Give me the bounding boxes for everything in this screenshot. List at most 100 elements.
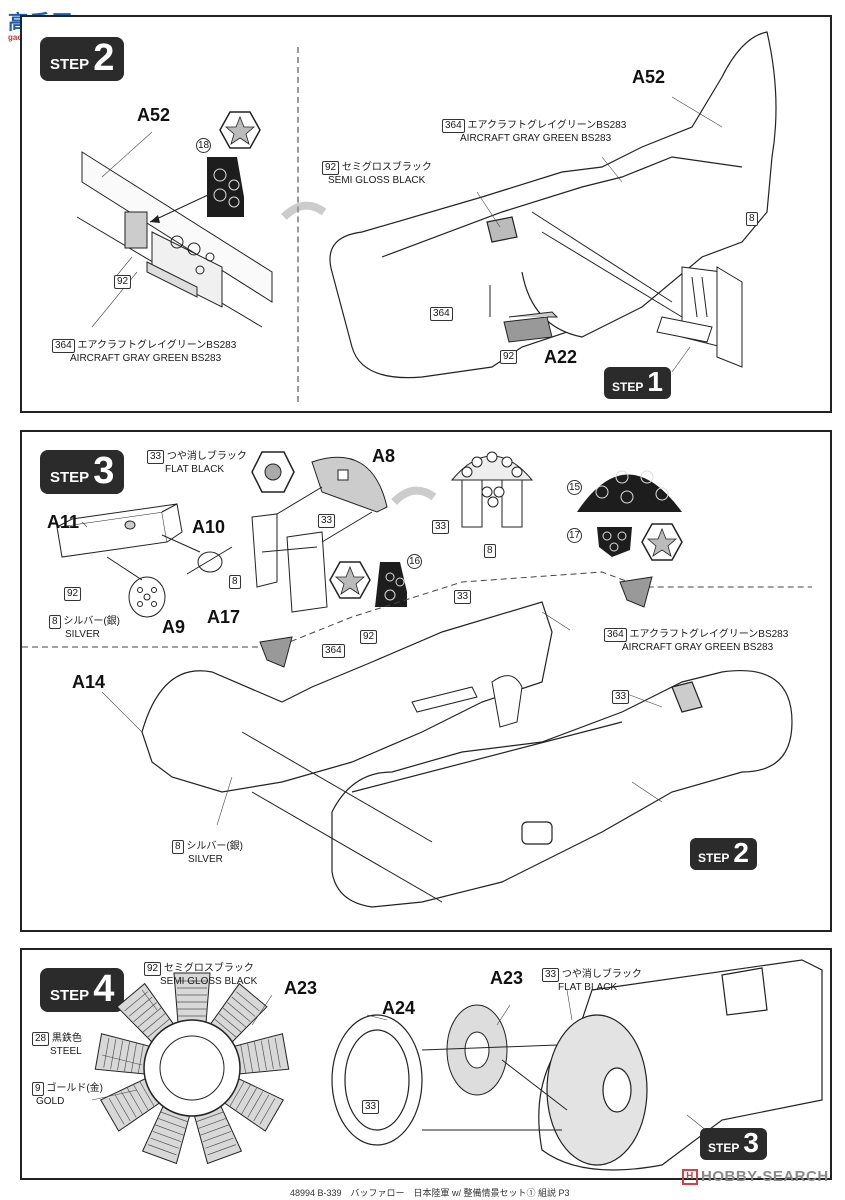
placement-arrow bbox=[149, 194, 209, 223]
decal-number-15: 15 bbox=[567, 480, 582, 495]
step-number: 3 bbox=[743, 1127, 759, 1158]
paint-number: 9 bbox=[32, 1082, 44, 1096]
assembly-arrow-icon bbox=[259, 636, 293, 668]
step-4-panel: STEP 4 A23 A23 A24 33 bbox=[20, 948, 832, 1180]
paint-name-en: SILVER bbox=[65, 629, 100, 640]
paint-name-en: SILVER bbox=[188, 854, 223, 865]
gun-part-drawing bbox=[411, 675, 523, 728]
paint-callout-silver: 8 シルバー(銀) SILVER bbox=[172, 840, 243, 866]
step-3-illustration bbox=[22, 451, 812, 908]
star-insignia-decal bbox=[329, 561, 371, 599]
paint-number: 364 bbox=[52, 339, 75, 353]
placement-arrow bbox=[241, 731, 433, 843]
step-number: 1 bbox=[647, 366, 663, 397]
step-2-illustration bbox=[76, 31, 777, 379]
step-1-reference-badge: STEP 1 bbox=[604, 367, 671, 399]
assembly-arrow-icon bbox=[619, 576, 653, 608]
fuselage-assembly-drawing bbox=[331, 670, 793, 908]
step-3-badge: STEP 3 bbox=[40, 450, 125, 494]
paint-name-jp: シルバー(銀) bbox=[186, 841, 244, 852]
page-footer: 48994 B-339 バッファロー 日本陸軍 w/ 整備情景セット① 組説 P… bbox=[290, 1188, 570, 1198]
paint-name-jp: エアクラフトグレイグリーンBS283 bbox=[467, 120, 627, 131]
paint-number-8: 8 bbox=[746, 212, 758, 226]
a24-cowl-ring-drawing bbox=[331, 1014, 423, 1146]
part-label-a8: A8 bbox=[372, 446, 396, 466]
paint-number-92: 92 bbox=[64, 587, 82, 601]
a8-part-drawing bbox=[311, 456, 388, 513]
paint-name-jp: エアクラフトグレイグリーンBS283 bbox=[77, 340, 237, 351]
paint-number: 92 bbox=[322, 161, 340, 175]
paint-name-en: AIRCRAFT GRAY GREEN BS283 bbox=[460, 133, 612, 144]
paint-callout-semi-gloss-black: 92 セミグロスブラック SEMI GLOSS BLACK bbox=[322, 161, 432, 187]
step-3-panel: STEP 3 bbox=[20, 430, 832, 932]
step-number: 2 bbox=[93, 37, 115, 79]
engine-cylinder bbox=[116, 982, 175, 1044]
fuselage-half-drawing bbox=[329, 31, 777, 379]
paint-name-jp: シルバー(銀) bbox=[63, 616, 121, 627]
paint-number-33: 33 bbox=[432, 520, 450, 534]
a9-wheel-drawing bbox=[128, 576, 166, 618]
step-3-reference-badge: STEP 3 bbox=[700, 1128, 767, 1160]
flip-arrow-icon bbox=[281, 201, 327, 220]
paint-callout-silver: 8 シルバー(銀) SILVER bbox=[49, 615, 120, 641]
placement-arrow bbox=[541, 231, 683, 318]
instrument-panel-part-drawing bbox=[450, 451, 534, 528]
step-number: 3 bbox=[93, 450, 115, 492]
flip-arrow-icon bbox=[391, 486, 437, 505]
paint-number-92: 92 bbox=[360, 630, 378, 644]
paint-name-en: AIRCRAFT GRAY GREEN BS283 bbox=[622, 642, 774, 653]
a10-part-drawing bbox=[186, 546, 233, 575]
paint-number-364: 364 bbox=[322, 644, 345, 658]
engine-cylinder bbox=[94, 1033, 151, 1075]
paint-name-jp: つや消しブラック bbox=[166, 451, 247, 462]
a22-part-drawing bbox=[503, 311, 559, 343]
paint-name-en: STEEL bbox=[50, 1046, 82, 1057]
part-label-a23: A23 bbox=[490, 968, 524, 988]
placement-arrow bbox=[251, 791, 443, 903]
watermark-text: HOBBY-SEARCH bbox=[701, 1168, 829, 1185]
paint-name-en: GOLD bbox=[36, 1096, 65, 1107]
part-label-a23: A23 bbox=[284, 978, 318, 998]
step-number: 2 bbox=[733, 837, 749, 868]
instrument-panel-decal-16 bbox=[375, 562, 407, 607]
step-word: STEP bbox=[50, 469, 90, 486]
instrument-panel-decal-17 bbox=[597, 527, 632, 557]
paint-number-33: 33 bbox=[454, 590, 472, 604]
placement-arrow bbox=[321, 511, 373, 543]
paint-name-jp: エアクラフトグレイグリーンBS283 bbox=[629, 629, 789, 640]
a23-engine-side-drawing bbox=[446, 1004, 508, 1096]
part-label-a11: A11 bbox=[47, 512, 80, 532]
paint-callout-flat-black: 33 つや消しブラック FLAT BLACK bbox=[542, 968, 642, 994]
step-word: STEP bbox=[698, 851, 730, 865]
paint-number: 8 bbox=[49, 615, 61, 629]
part-label-a14: A14 bbox=[72, 672, 106, 692]
part-label-a17: A17 bbox=[207, 607, 241, 627]
step-word: STEP bbox=[708, 1141, 740, 1155]
paint-callout-aircraft-gray-green: 364 エアクラフトグレイグリーンBS283 AIRCRAFT GRAY GRE… bbox=[604, 628, 788, 654]
paint-number: 8 bbox=[172, 840, 184, 854]
paint-number: 33 bbox=[147, 450, 165, 464]
instrument-panel-decal-15 bbox=[577, 470, 682, 512]
step-word: STEP bbox=[50, 987, 90, 1004]
paint-number-33: 33 bbox=[612, 690, 630, 704]
paint-name-en: FLAT BLACK bbox=[165, 464, 225, 475]
engine-cylinder bbox=[233, 1033, 290, 1075]
decal-number-16: 16 bbox=[407, 554, 422, 569]
decal-number-18: 18 bbox=[196, 138, 211, 153]
step-divider bbox=[297, 47, 299, 402]
watermark-icon: H bbox=[682, 1169, 698, 1186]
paint-number: 92 bbox=[144, 962, 162, 976]
paint-number-92: 92 bbox=[500, 350, 518, 364]
paint-name-jp: つや消しブラック bbox=[561, 969, 642, 980]
fuselage-nose-drawing bbox=[538, 959, 823, 1171]
paint-name-en: SEMI GLOSS BLACK bbox=[328, 175, 426, 186]
part-label-a24: A24 bbox=[382, 998, 416, 1018]
radial-engine-drawing bbox=[94, 972, 290, 1165]
part-label-a10: A10 bbox=[192, 517, 226, 537]
step-4-illustration bbox=[91, 959, 823, 1171]
paint-callout-steel: 28 黒鉄色 STEEL bbox=[32, 1032, 82, 1058]
part-label-a52: A52 bbox=[137, 105, 171, 125]
placement-arrow bbox=[501, 1059, 568, 1111]
paint-number: 33 bbox=[542, 968, 560, 982]
